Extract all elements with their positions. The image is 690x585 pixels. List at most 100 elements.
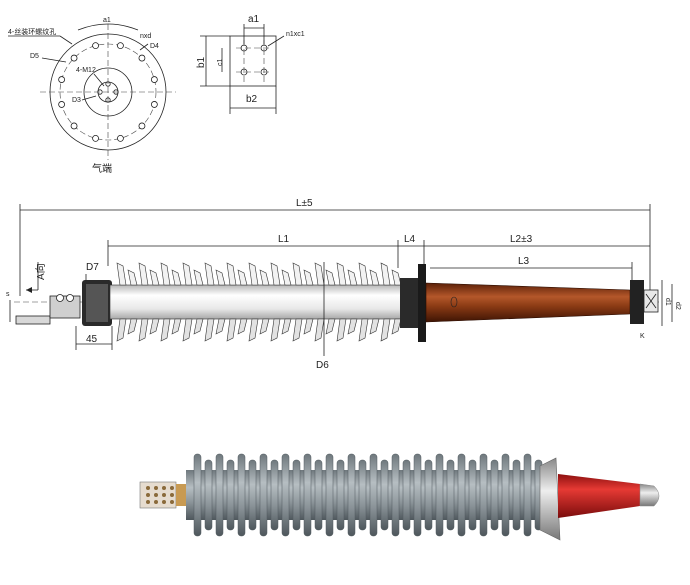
photo-red-cone <box>558 474 640 518</box>
shed-bottom <box>325 318 336 335</box>
flange-bolt-label: 4-M12 <box>76 67 96 74</box>
shed-bottom <box>369 318 380 335</box>
flange-nxd-label: nxd <box>140 33 151 40</box>
K-label: K <box>640 333 645 340</box>
terminal-a1-label: a1 <box>248 14 260 25</box>
terminal-b2-label: b2 <box>246 94 258 105</box>
photo-terminal-hole <box>162 486 166 490</box>
flange-bolt-hole <box>70 54 78 62</box>
shed-bottom <box>270 318 281 342</box>
photo-shed <box>402 459 411 531</box>
shed-bottom <box>314 318 325 342</box>
shed-top <box>314 262 325 286</box>
photo-shed <box>512 459 521 531</box>
flange-bolt-hole <box>70 122 78 130</box>
flange-bolt-hole <box>92 42 99 50</box>
photo-flange <box>539 457 561 541</box>
shed-top <box>237 269 248 286</box>
L2-label: L2±3 <box>510 234 533 245</box>
shed-top <box>270 262 281 286</box>
m12-hole <box>113 89 119 95</box>
D6-label: D6 <box>316 360 329 371</box>
shed-bottom <box>127 318 138 335</box>
photo-shed <box>325 453 334 537</box>
flange-d5-label: D5 <box>30 53 39 60</box>
m12-hole <box>105 81 111 87</box>
s-label: s <box>6 291 10 298</box>
terminal-plate <box>229 35 277 87</box>
shed-top <box>380 262 391 286</box>
shed-top <box>358 262 369 286</box>
shed-top <box>193 269 204 286</box>
shed-top <box>171 269 182 286</box>
shed-top <box>369 269 380 286</box>
45-label: 45 <box>86 334 98 345</box>
photo-terminal-hole <box>154 500 158 504</box>
shed-bottom <box>336 318 347 342</box>
a-view-label: A向 <box>34 263 47 280</box>
shed-top <box>182 262 193 286</box>
flange-bolt-hole <box>92 134 99 142</box>
photo-shed <box>215 453 224 537</box>
bolt-holes <box>58 42 158 142</box>
photo-end-cap <box>639 483 660 507</box>
shed-top <box>281 269 292 286</box>
d2-label: d2 <box>674 302 681 310</box>
shed-bottom <box>347 318 358 335</box>
photo-shed <box>270 459 279 531</box>
m12-hole <box>97 89 103 95</box>
shed-bottom <box>237 318 248 335</box>
shed-top <box>248 262 259 286</box>
L4-label: L4 <box>404 234 416 245</box>
m12-hole <box>105 97 111 103</box>
shed-bottom <box>391 318 402 335</box>
photo-shed <box>446 459 455 531</box>
photo-shed <box>490 459 499 531</box>
insulator-body <box>109 284 403 320</box>
flange-bolt-hole <box>117 42 124 50</box>
photo-shed <box>292 459 301 531</box>
photo-shed <box>259 453 268 537</box>
photo-terminal-hole <box>170 486 174 490</box>
photo-shed <box>380 459 389 531</box>
photo-shed <box>479 453 488 537</box>
shed-top <box>336 262 347 286</box>
shed-bottom <box>226 318 237 342</box>
shed-bottom <box>248 318 259 342</box>
flange-bolt-hole <box>138 54 146 62</box>
a1-arc <box>77 23 139 31</box>
right-end-cap <box>630 280 644 324</box>
shed-bottom <box>380 318 391 342</box>
photo-shed <box>501 453 510 537</box>
flange-bolt-hole <box>58 101 66 108</box>
insulator-sheds <box>116 262 402 342</box>
L3-label: L3 <box>518 256 530 267</box>
d1-label: d1 <box>664 298 671 306</box>
photo-shed <box>435 453 444 537</box>
D7-label: D7 <box>86 262 99 273</box>
shed-bottom <box>116 318 127 342</box>
central-flange-body <box>400 278 420 328</box>
photo-terminal-hole <box>162 493 166 497</box>
photo-shed <box>413 453 422 537</box>
flange-d4-label: D4 <box>150 43 159 50</box>
shed-bottom <box>193 318 204 335</box>
flange-bolt-hole <box>58 76 66 83</box>
shed-top <box>127 269 138 286</box>
flange-bolt-hole <box>138 122 146 130</box>
photo-shed <box>303 453 312 537</box>
photo-shed <box>281 453 290 537</box>
shed-bottom <box>358 318 369 342</box>
shed-top <box>226 262 237 286</box>
bushing-photo <box>139 453 660 541</box>
photo-shed <box>314 459 323 531</box>
photo-terminal-hole <box>154 493 158 497</box>
photo-shed <box>193 453 202 537</box>
shed-bottom <box>303 318 314 335</box>
terminal-clamp <box>49 295 81 319</box>
shed-top <box>138 262 149 286</box>
photo-terminal-hole <box>146 486 150 490</box>
terminal-b1-label: b1 <box>196 56 207 68</box>
shed-top <box>116 262 127 286</box>
